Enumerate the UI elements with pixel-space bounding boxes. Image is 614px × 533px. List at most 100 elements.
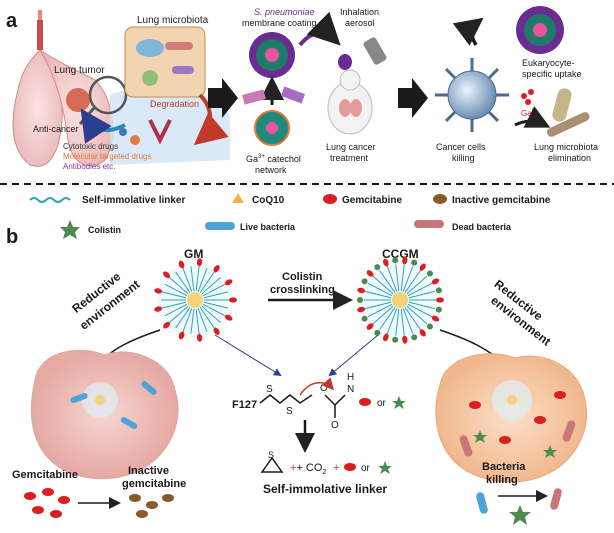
- micelle-ray: [406, 275, 428, 295]
- tumor-left: [30, 349, 179, 480]
- lung-microbiota-label: Lung microbiota: [137, 15, 209, 26]
- legend-coq10: CoQ10: [252, 195, 285, 206]
- killing-label: killing: [452, 153, 475, 163]
- micelle-ray: [372, 275, 394, 295]
- crosslinking-label: crosslinking: [270, 284, 335, 296]
- killing-bottom-label: killing: [486, 474, 518, 486]
- gemcitabine-bead: [357, 287, 366, 294]
- colistin-bead: [374, 264, 381, 271]
- gemcitabine-bead: [419, 263, 426, 271]
- f127-label: F127: [232, 399, 257, 411]
- micelle-ray: [406, 305, 428, 325]
- micelle-ray: [197, 268, 208, 292]
- self-immolative-linker-label: Self-immolative linker: [263, 482, 387, 496]
- gm-micelle: [154, 258, 237, 342]
- elimination-label: elimination: [548, 153, 591, 163]
- gemcitabine-bead: [178, 260, 185, 269]
- gemcitabine-bead: [196, 258, 203, 267]
- gemcitabine-bead: [213, 265, 220, 273]
- micelle-ray: [202, 303, 226, 317]
- micelle-ray: [169, 277, 189, 295]
- colistin-bead: [435, 287, 442, 294]
- micelle-ray: [202, 283, 226, 297]
- micelle-ray: [199, 271, 215, 293]
- antibody-icon: [148, 119, 172, 145]
- gemcitabine-bead: [431, 315, 440, 322]
- gemcitabine-bead: [213, 327, 220, 335]
- gemcitabine-bead: [154, 288, 163, 294]
- gemcitabine-bead: [229, 297, 237, 303]
- micelle-ray: [404, 307, 421, 330]
- eukaryocyte-label: Eukaryocyte-: [522, 58, 575, 68]
- ga-catechol-label: Ga3+ catechol: [246, 154, 301, 164]
- colistin-bead: [374, 329, 381, 336]
- micelle-ray: [199, 307, 215, 329]
- legend-colistin: Colistin: [88, 225, 121, 235]
- colistin-bead: [361, 315, 368, 322]
- micelle-ray: [175, 307, 191, 329]
- micelle-ray: [164, 283, 188, 297]
- n-atom: N: [347, 384, 354, 395]
- chem-chain: [259, 394, 313, 404]
- episulfide-icon: [260, 456, 284, 473]
- colistin-bead: [435, 306, 442, 313]
- micelle-ray: [400, 308, 405, 336]
- gm-label: GM: [184, 247, 203, 261]
- drug-label-cytotoxic: Cytotoxic drugs: [63, 142, 118, 151]
- gemcitabine-bead: [196, 333, 203, 342]
- legend-self-immolative: Self-immolative linker: [82, 195, 185, 206]
- membrane-coating-label: membrane coating: [242, 18, 317, 28]
- big-arrow-2: [398, 78, 428, 118]
- gemcitabine-bead: [402, 256, 408, 265]
- ga3-label: Ga3+: [521, 109, 539, 118]
- gemcitabine-bead: [366, 270, 374, 277]
- gemcitabine-legend-icon: [323, 194, 337, 204]
- colistin-bead: [426, 270, 433, 277]
- micelle-ray: [195, 266, 200, 292]
- s-atom-1: S: [266, 384, 273, 395]
- micelle-ray: [386, 308, 398, 334]
- micelle-ray: [164, 303, 188, 317]
- lung-tumor-label: Lung tumor: [54, 65, 105, 76]
- h-atom: H: [347, 372, 354, 383]
- or-text-2: or: [361, 463, 371, 474]
- degradation-arrow: [193, 93, 229, 146]
- cancer-cells-label: Cancer cells: [436, 142, 486, 152]
- linker-legend-icon: [29, 197, 71, 203]
- bacteria-label: Bacteria: [482, 461, 526, 473]
- s-pneumoniae-label: S. pneumoniae: [254, 7, 315, 17]
- micelle-ray: [408, 290, 436, 299]
- legend-gemcitabine: Gemcitabine: [342, 195, 402, 206]
- micelle-ray: [203, 291, 229, 299]
- big-arrow-1: [208, 78, 238, 118]
- micelle-ray: [402, 266, 414, 292]
- colistin-bead: [392, 257, 399, 264]
- micelle-ray: [407, 303, 433, 318]
- micelle-ray: [201, 305, 221, 323]
- microbiota-box: [124, 26, 206, 98]
- micelle-ray: [190, 308, 195, 334]
- gemcitabine-bead: [163, 271, 171, 279]
- panel-b-letter: b: [6, 226, 18, 248]
- legend-live-bacteria: Live bacteria: [240, 222, 296, 232]
- or-text-1: or: [377, 398, 387, 409]
- drug-label-targeted: Molecular targeted drugs: [63, 152, 152, 161]
- micelle-ray: [169, 305, 189, 323]
- gemcitabine-bottom-label: Gemcitabine: [12, 469, 78, 481]
- micelle-ray: [190, 266, 195, 292]
- s-atom-2: S: [286, 406, 293, 417]
- gemcitabine-bead: [436, 297, 444, 303]
- micelle-ray: [364, 290, 392, 299]
- micelle-ray: [402, 308, 414, 334]
- gemcitabine-bead: [163, 321, 171, 329]
- micelle-ray: [175, 271, 191, 293]
- gemcitabine-bead: [383, 333, 389, 342]
- micelle-ray: [364, 301, 392, 310]
- micelle-ray: [400, 264, 405, 292]
- micelle-ray: [197, 308, 208, 332]
- lung-cancer-label: Lung cancer: [326, 142, 376, 152]
- micelle-ray: [404, 270, 421, 293]
- cancer-cell-icon: [435, 58, 509, 132]
- inhaler-icon: [363, 37, 387, 65]
